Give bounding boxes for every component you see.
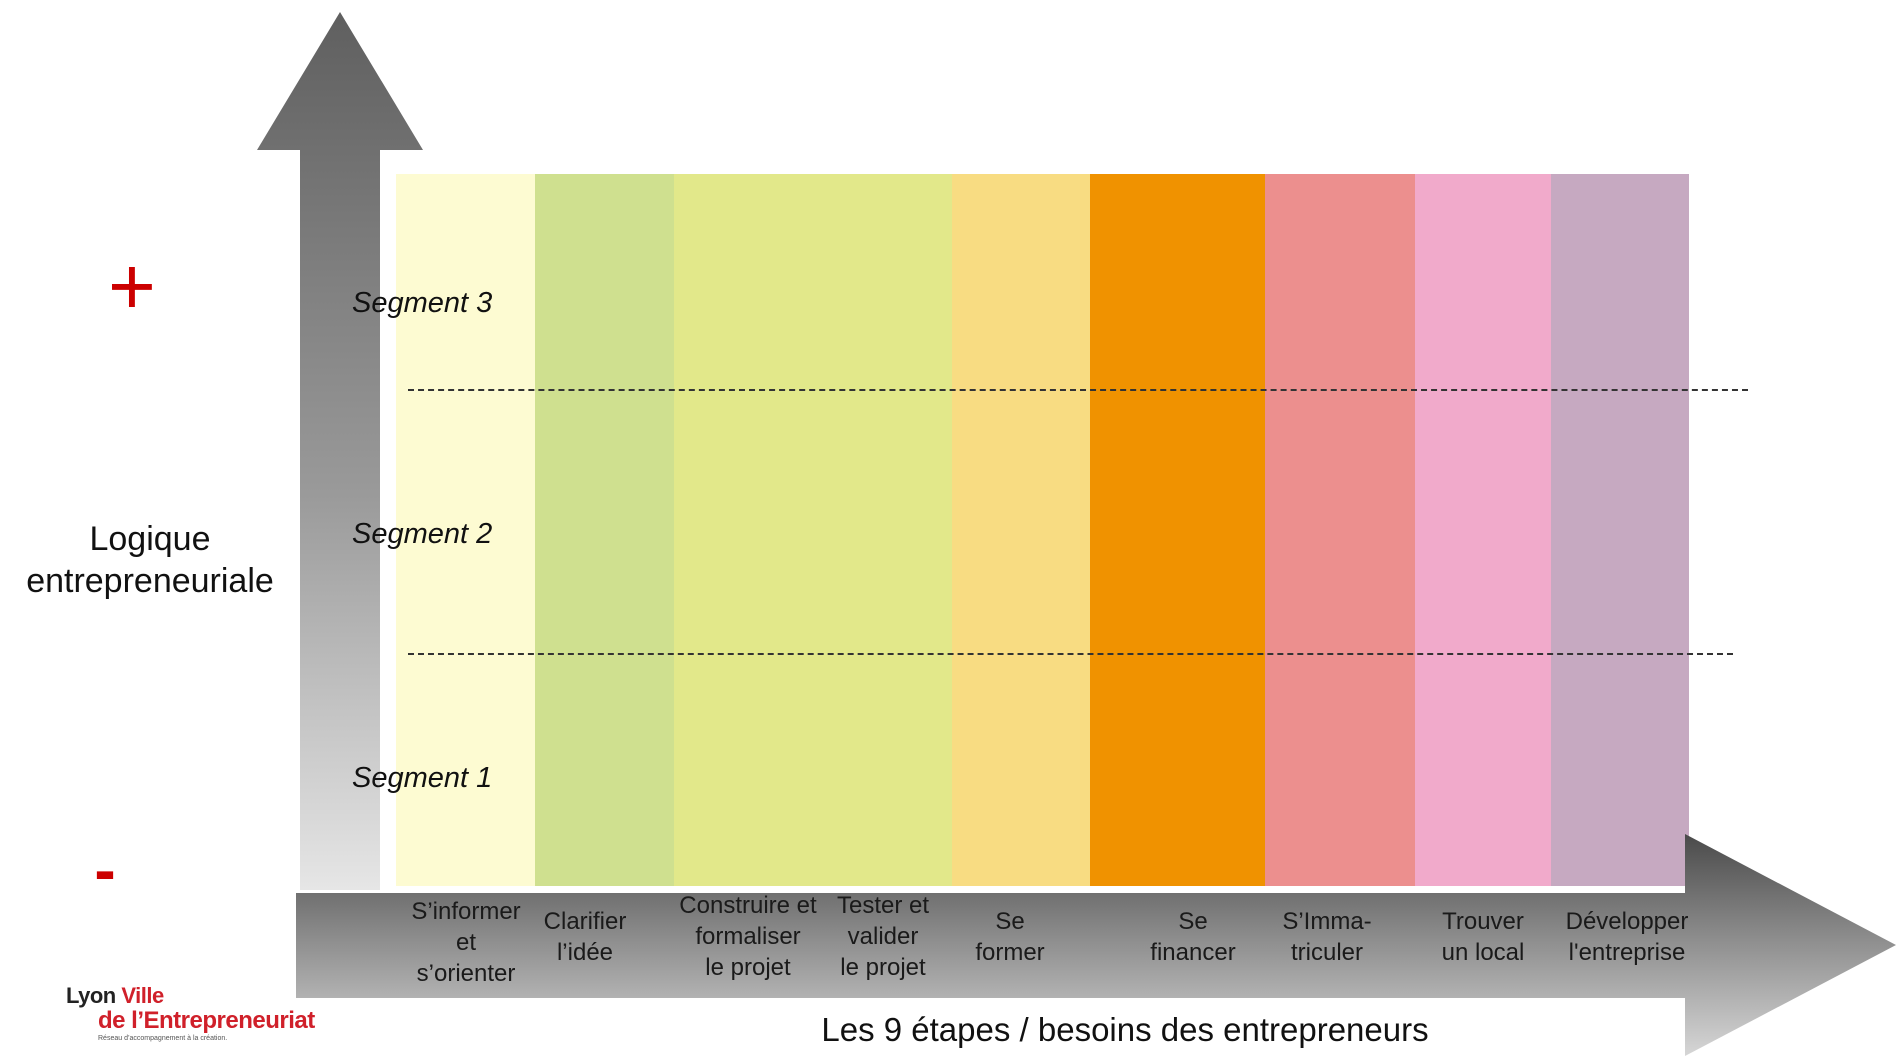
step-label-8: Trouver un local	[1418, 906, 1548, 968]
logo-line2: de l’Entrepreneuriat	[98, 1007, 315, 1034]
plus-symbol: +	[108, 241, 156, 332]
logo-lyon: Lyon	[66, 983, 122, 1008]
step-label-line: triculer	[1290, 939, 1363, 966]
step-label-line: Se	[1178, 908, 1208, 935]
step-label-line: un local	[1441, 939, 1525, 966]
step-label-2: Clarifier l’idée	[510, 906, 660, 968]
step-label-4: Tester et valider le projet	[823, 890, 943, 983]
step-column-7	[1265, 174, 1415, 886]
step-column-1	[396, 174, 535, 886]
segment-divider-lower	[408, 653, 1733, 655]
step-label-line: S’Imma-	[1282, 908, 1372, 935]
logo-line1: Lyon Ville	[66, 984, 346, 1008]
logo-ville: Ville	[121, 983, 164, 1008]
step-label-line: S’informer	[411, 898, 521, 925]
step-column-4	[813, 174, 952, 886]
step-label-3: Construire et formaliser le projet	[668, 890, 828, 983]
step-column-5	[952, 174, 1090, 886]
step-label-line: Clarifier	[543, 908, 627, 935]
step-label-line: et	[455, 929, 476, 956]
lyon-logo: Lyon Ville de l’Entrepreneuriat Réseau d…	[66, 984, 346, 1054]
segment-divider-upper	[408, 389, 1748, 391]
step-label-line: Trouver	[1442, 908, 1524, 935]
step-label-9: Développer l'entreprise	[1542, 906, 1712, 968]
step-label-line: l’idée	[556, 939, 614, 966]
step-label-6: Se financer	[1113, 906, 1273, 968]
step-column-9	[1551, 174, 1689, 886]
step-column-8	[1415, 174, 1551, 886]
segment-2-label: Segment 2	[352, 518, 493, 550]
step-label-line: Tester et	[836, 892, 930, 919]
segment-3-label: Segment 3	[352, 287, 493, 319]
step-label-line: formaliser	[695, 923, 801, 950]
step-label-1: S’informer et s’orienter	[376, 896, 556, 989]
y-axis-label: Logique entrepreneuriale	[0, 518, 300, 602]
logo-tagline: Réseau d’accompagnement à la création.	[98, 1035, 228, 1042]
segment-1-label: Segment 1	[352, 762, 493, 794]
step-label-line: l'entreprise	[1568, 939, 1686, 966]
step-label-line: s’orienter	[416, 960, 516, 987]
step-label-line: former	[975, 939, 1045, 966]
step-column-2	[535, 174, 674, 886]
step-label-line: Se	[995, 908, 1025, 935]
step-label-line: le projet	[705, 954, 791, 981]
step-label-line: valider	[847, 923, 919, 950]
step-label-line: financer	[1150, 939, 1236, 966]
step-label-5: Se former	[955, 906, 1065, 968]
step-label-line: Construire et	[679, 892, 817, 919]
step-column-6	[1090, 174, 1265, 886]
y-axis-label-line2: entrepreneuriale	[26, 562, 274, 600]
step-label-line: le projet	[840, 954, 926, 981]
y-axis-label-line1: Logique	[89, 520, 211, 558]
step-label-line: Développer	[1565, 908, 1689, 935]
step-label-7: S’Imma-triculer	[1257, 906, 1397, 968]
minus-symbol: -	[94, 834, 116, 906]
x-axis-label: Les 9 étapes / besoins des entrepreneurs	[821, 1011, 1429, 1048]
step-column-3	[674, 174, 813, 886]
